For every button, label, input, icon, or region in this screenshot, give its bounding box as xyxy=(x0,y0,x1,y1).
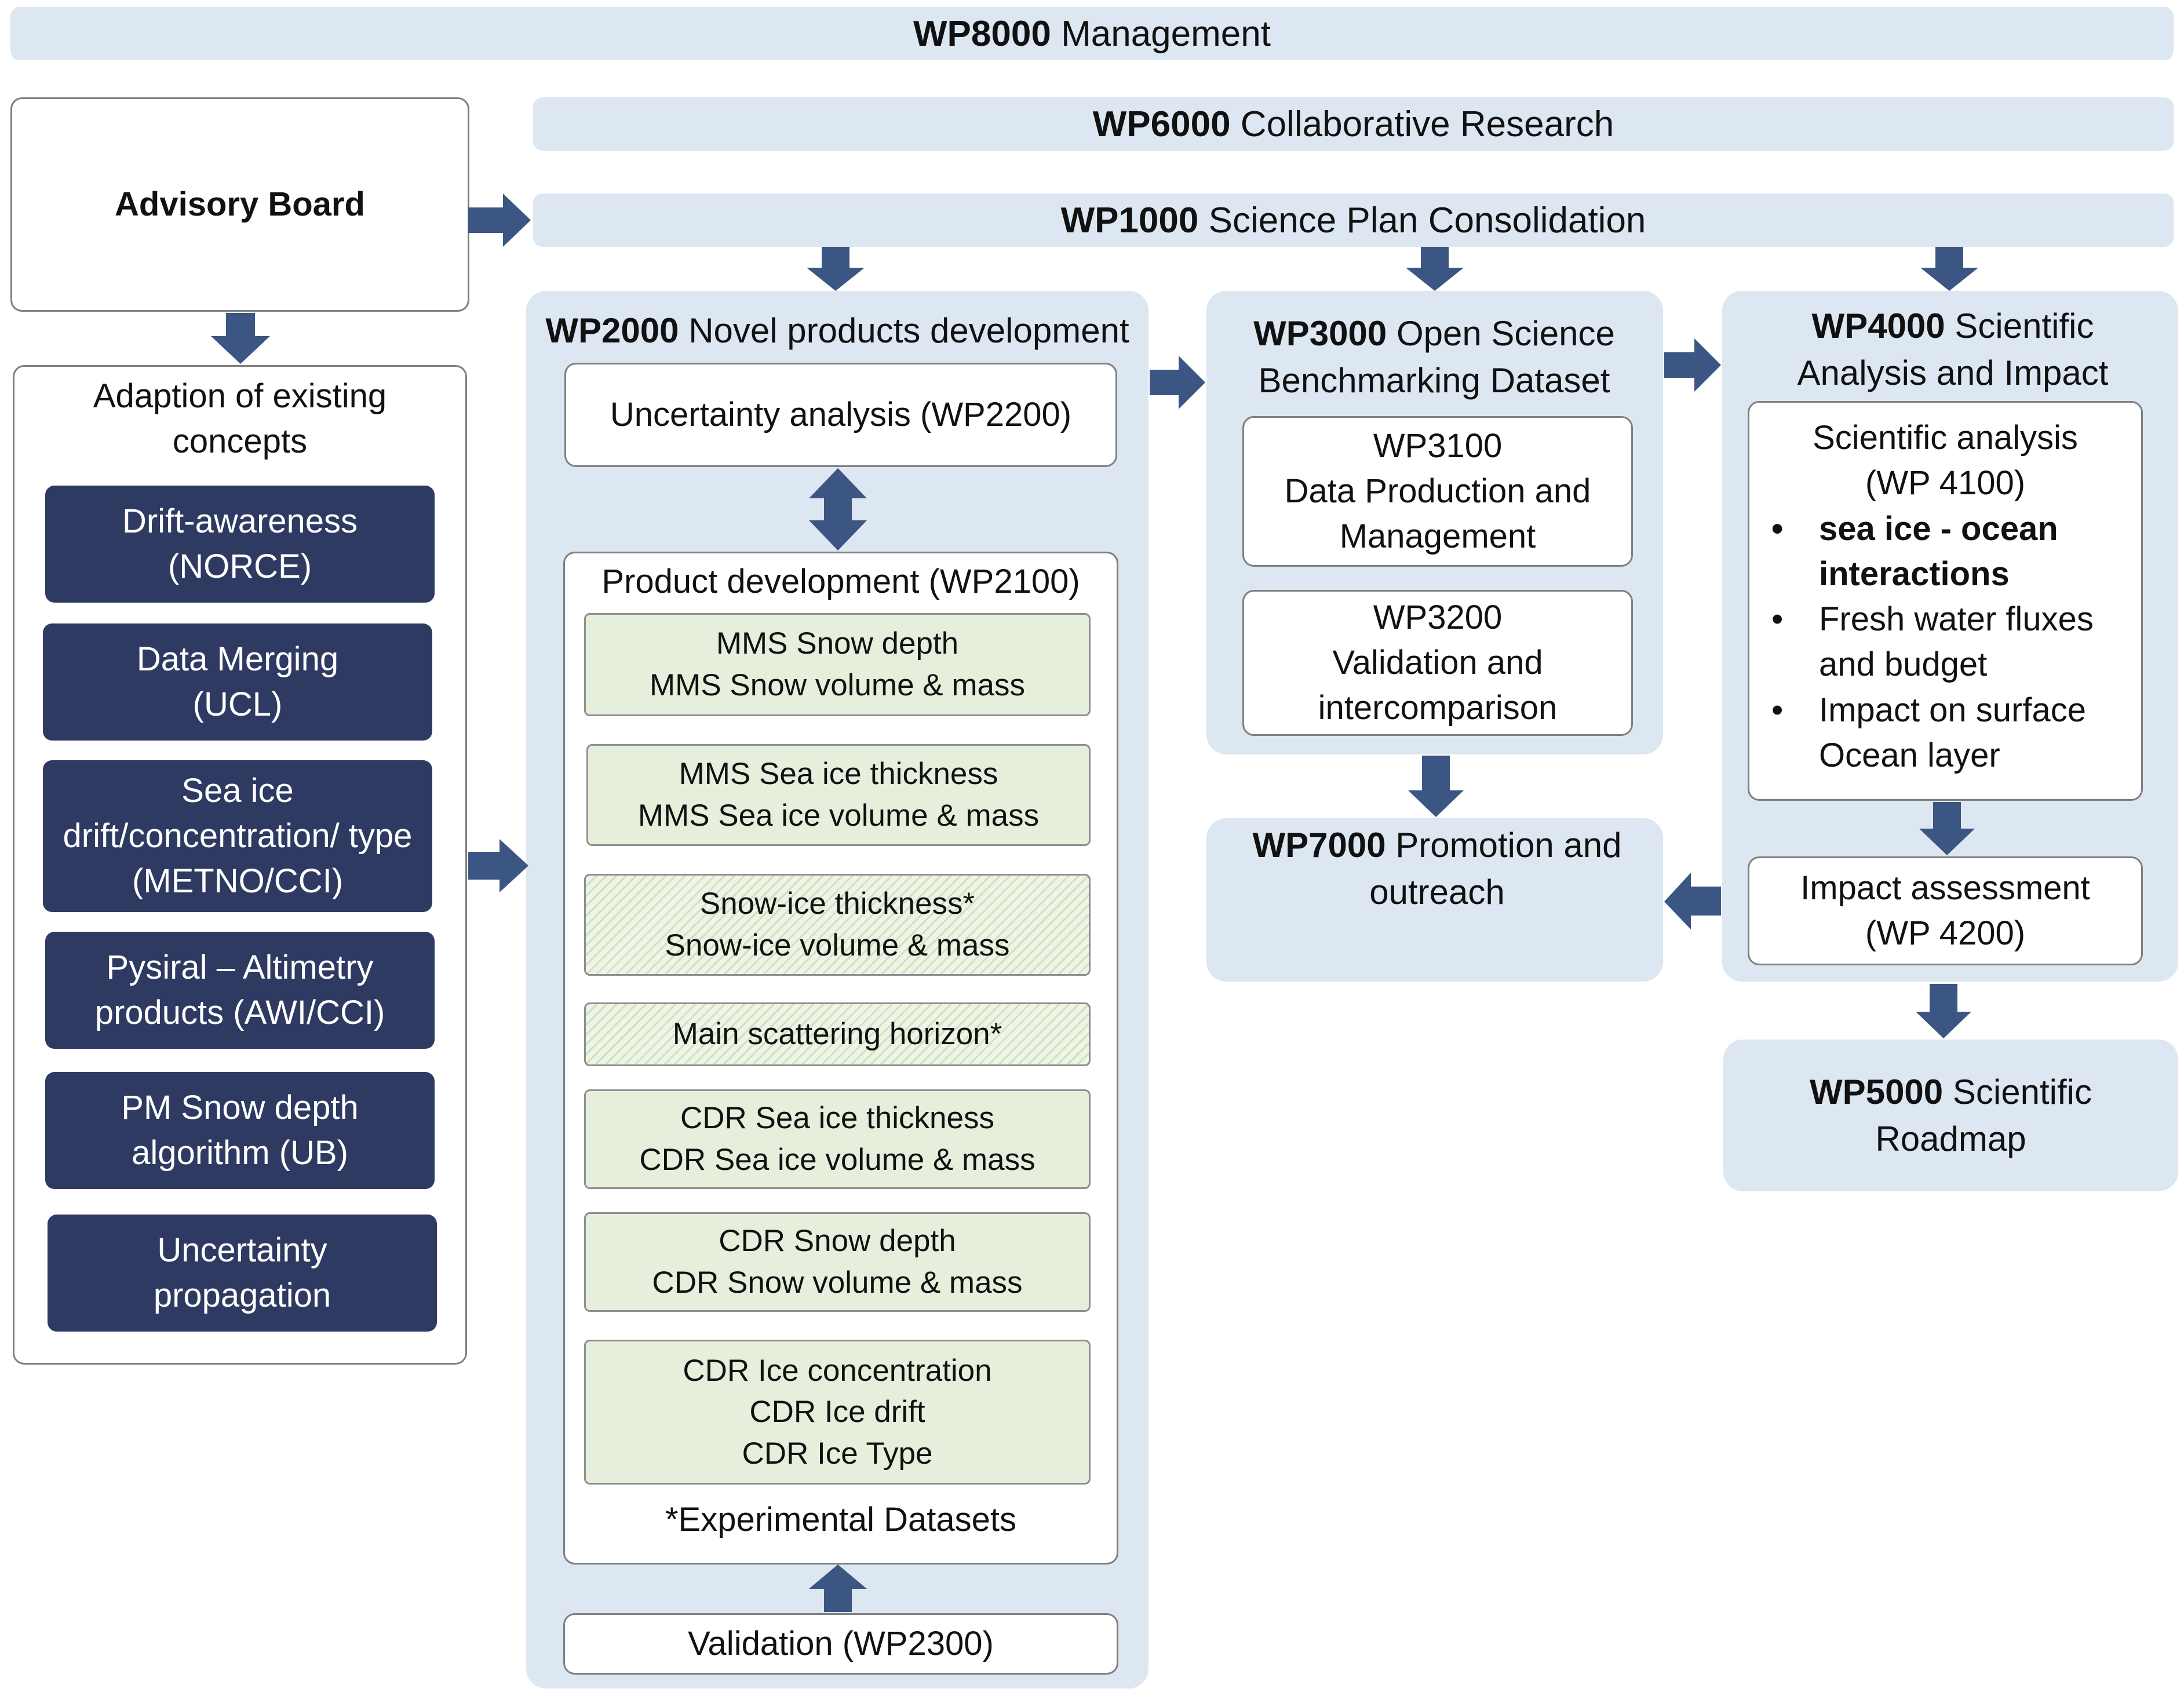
wp3000-code: WP3000 xyxy=(1253,314,1387,353)
advisory-board-box: Advisory Board xyxy=(10,97,469,312)
concept-label: Sea ice drift/concentration/ type (METNO… xyxy=(63,771,413,900)
advisory-board-label: Advisory Board xyxy=(115,185,365,223)
product-line: Snow-ice volume & mass xyxy=(665,928,1010,962)
wp5000-title: WP5000 Scientific Roadmap xyxy=(1789,1069,2113,1162)
concept-label: Pysiral – Altimetry products (AWI/CCI) xyxy=(94,948,385,1031)
arrow-advisory-to-wp1000 xyxy=(468,194,531,247)
product-line: CDR Ice concentration xyxy=(683,1353,992,1388)
impact-assessment-label: Impact assessment (WP 4200) xyxy=(1800,869,2090,952)
arrow-validation-up xyxy=(809,1565,867,1612)
wp4000-label: Scientific Analysis and Impact xyxy=(1797,307,2109,392)
wp3100-box: WP3100 Data Production and Management xyxy=(1242,416,1633,567)
product-mms-sea-ice: MMS Sea ice thickness MMS Sea ice volume… xyxy=(586,744,1091,846)
wp3000-title: WP3000 Open Science Benchmarking Dataset xyxy=(1246,310,1622,404)
arrow-wp1000-to-wp2000 xyxy=(807,247,865,291)
wp5000-panel: WP5000 Scientific Roadmap xyxy=(1723,1040,2178,1191)
concept-pysiral: Pysiral – Altimetry products (AWI/CCI) xyxy=(45,932,435,1049)
adaption-title: Adaption of existing concepts xyxy=(93,377,387,461)
concept-pm-snow-depth: PM Snow depth algorithm (UB) xyxy=(45,1072,435,1189)
wp3200-code: WP3200 xyxy=(1373,598,1503,636)
wp1000-band: WP1000 Science Plan Consolidation xyxy=(533,194,2174,247)
wp1000-code: WP1000 xyxy=(1060,200,1199,240)
concept-label: PM Snow depth algorithm (UB) xyxy=(121,1088,359,1172)
product-cdr-snow: CDR Snow depth CDR Snow volume & mass xyxy=(584,1212,1091,1312)
product-main-scattering-horizon: Main scattering horizon* xyxy=(584,1002,1091,1066)
wp7000-title: WP7000 Promotion and outreach xyxy=(1234,822,1640,916)
wp8000-code: WP8000 xyxy=(913,13,1051,54)
wp3000-label: Open Science Benchmarking Dataset xyxy=(1258,314,1615,400)
experimental-note: *Experimental Datasets xyxy=(665,1501,1017,1538)
wp3100-code: WP3100 xyxy=(1373,426,1503,465)
arrow-adaption-to-wp2000 xyxy=(468,839,528,892)
impact-assessment-box: Impact assessment (WP 4200) xyxy=(1748,856,2143,965)
concept-sea-ice-drift: Sea ice drift/concentration/ type (METNO… xyxy=(43,760,432,912)
concept-drift-awareness: Drift-awareness (NORCE) xyxy=(45,486,435,603)
wp7000-panel xyxy=(1206,818,1663,982)
arrow-wp4000-to-wp5000 xyxy=(1916,984,1971,1038)
product-line: MMS Snow volume & mass xyxy=(650,668,1025,702)
wp3200-label: Validation and intercomparison xyxy=(1318,643,1558,727)
wp3100-label: Data Production and Management xyxy=(1284,472,1591,556)
product-line: MMS Snow depth xyxy=(716,626,959,661)
product-line: CDR Snow volume & mass xyxy=(652,1266,1023,1300)
arrow-wp3000-to-wp4000 xyxy=(1664,338,1721,392)
wp4000-title: WP4000 Scientific Analysis and Impact xyxy=(1756,302,2150,396)
product-line: CDR Snow depth xyxy=(719,1224,956,1259)
product-cdr-sea-ice: CDR Sea ice thickness CDR Sea ice volume… xyxy=(584,1089,1091,1189)
uncertainty-analysis-label: Uncertainty analysis (WP2200) xyxy=(610,395,1072,433)
product-line: CDR Sea ice volume & mass xyxy=(639,1143,1036,1177)
wp5000-code: WP5000 xyxy=(1810,1073,1944,1111)
arrow-wp3000-to-wp7000 xyxy=(1408,756,1464,817)
concept-uncertainty-propagation: Uncertainty propagation xyxy=(48,1215,437,1332)
validation-box: Validation (WP2300) xyxy=(563,1613,1118,1675)
product-line: CDR Ice Type xyxy=(742,1436,933,1471)
product-line: CDR Sea ice thickness xyxy=(680,1101,994,1136)
product-line: Main scattering horizon* xyxy=(672,1017,1002,1052)
product-line: MMS Sea ice volume & mass xyxy=(637,798,1040,833)
wp6000-code: WP6000 xyxy=(1092,104,1231,144)
wp2000-label: Novel products development xyxy=(688,311,1129,350)
arrow-uncertainty-product-double xyxy=(809,468,867,550)
product-development-title: Product development (WP2100) xyxy=(601,563,1080,600)
wp1000-label: Science Plan Consolidation xyxy=(1208,200,1646,240)
wp8000-band: WP8000 Management xyxy=(10,7,2174,60)
wp5000-label: Scientific Roadmap xyxy=(1875,1073,2092,1158)
product-cdr-ice: CDR Ice concentration CDR Ice drift CDR … xyxy=(584,1340,1091,1485)
wp6000-label: Collaborative Research xyxy=(1240,104,1614,144)
product-line: CDR Ice drift xyxy=(749,1395,925,1430)
scientific-analysis-list: sea ice - ocean interactions Fresh water… xyxy=(1749,506,2141,779)
wp8000-label: Management xyxy=(1061,13,1271,54)
arrow-analysis-to-impact xyxy=(1919,802,1975,855)
concept-label: Uncertainty propagation xyxy=(153,1231,331,1314)
wp2000-code: WP2000 xyxy=(545,311,679,350)
arrow-wp1000-to-wp4000 xyxy=(1920,247,1978,291)
uncertainty-analysis-box: Uncertainty analysis (WP2200) xyxy=(564,363,1117,467)
arrow-impact-to-wp7000 xyxy=(1664,873,1721,929)
arrow-wp2000-to-wp3000 xyxy=(1150,356,1205,409)
wp7000-label: Promotion and outreach xyxy=(1369,826,1622,911)
product-line: Snow-ice thickness* xyxy=(699,887,975,921)
product-snow-ice-experimental: Snow-ice thickness* Snow-ice volume & ma… xyxy=(584,874,1091,976)
wp2000-title: WP2000 Novel products development xyxy=(526,307,1148,354)
analysis-item: Impact on surface Ocean layer xyxy=(1749,688,2141,779)
concept-label: Data Merging (UCL) xyxy=(136,640,339,723)
product-line: MMS Sea ice thickness xyxy=(679,757,998,792)
concept-data-merging: Data Merging (UCL) xyxy=(43,623,432,741)
validation-label: Validation (WP2300) xyxy=(688,1624,994,1662)
wp4000-code: WP4000 xyxy=(1811,307,1945,345)
wp6000-band: WP6000 Collaborative Research xyxy=(533,97,2174,151)
wp7000-code: WP7000 xyxy=(1252,826,1386,865)
wp3200-box: WP3200 Validation and intercomparison xyxy=(1242,590,1633,736)
product-mms-snow: MMS Snow depth MMS Snow volume & mass xyxy=(584,613,1091,716)
analysis-item: sea ice - ocean interactions xyxy=(1749,506,2141,597)
arrow-wp1000-to-wp3000 xyxy=(1406,247,1464,291)
scientific-analysis-title: Scientific analysis (WP 4100) xyxy=(1813,419,2078,502)
scientific-analysis-box: Scientific analysis (WP 4100) sea ice - … xyxy=(1748,401,2143,801)
concept-label: Drift-awareness (NORCE) xyxy=(122,502,358,585)
arrow-advisory-down xyxy=(211,313,270,364)
analysis-item: Fresh water fluxes and budget xyxy=(1749,597,2141,688)
